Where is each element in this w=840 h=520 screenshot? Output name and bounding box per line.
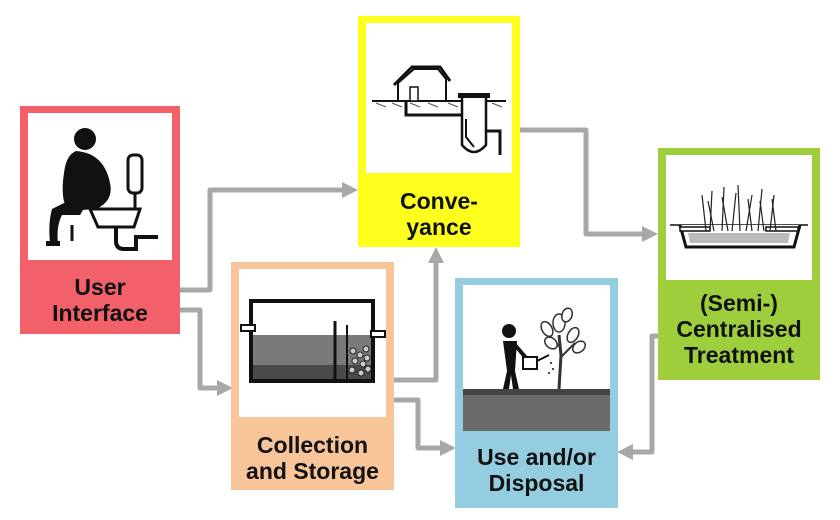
- arrow-collection-to-conveyance: [394, 246, 445, 383]
- user-interface-label-line1: User: [74, 274, 126, 300]
- use-disposal-picture: [463, 285, 610, 431]
- node-user-interface: User Interface: [20, 106, 180, 334]
- conveyance-picture: [366, 23, 512, 173]
- centralised-treatment-picture: [666, 155, 812, 280]
- node-conveyance: Conve- yance: [358, 16, 520, 247]
- collection-storage-label-line2: and Storage: [246, 458, 379, 484]
- storage-tank-icon: [240, 299, 386, 383]
- user-interface-picture: [28, 113, 172, 260]
- centralised-treatment-label: (Semi-) Centralised Treatment: [658, 290, 820, 368]
- arrow-conveyance-to-treatment: [520, 127, 659, 243]
- person-watering-tree-icon: [463, 307, 610, 431]
- use-disposal-label-line2: Disposal: [488, 470, 585, 496]
- constructed-wetland-icon: [670, 184, 808, 249]
- conveyance-label: Conve- yance: [358, 188, 520, 240]
- collection-storage-picture: [239, 269, 386, 417]
- use-disposal-label-line1: Use and/or: [477, 444, 596, 470]
- centralised-treatment-label-line2: Centralised: [676, 316, 802, 342]
- user-interface-label-line2: Interface: [52, 300, 148, 326]
- node-collection-storage: Collection and Storage: [231, 262, 394, 490]
- arrow-collection-to-use: [394, 397, 457, 457]
- node-use-disposal: Use and/or Disposal: [455, 278, 618, 508]
- use-disposal-label: Use and/or Disposal: [455, 444, 618, 496]
- conveyance-label-line1: Conve-: [400, 188, 478, 214]
- collection-storage-label-line1: Collection: [256, 432, 369, 458]
- centralised-treatment-label-line3: Treatment: [684, 342, 794, 368]
- person-sitting-on-toilet-icon: [46, 128, 158, 251]
- user-interface-label: User Interface: [20, 274, 180, 326]
- collection-storage-label: Collection and Storage: [231, 432, 394, 484]
- conveyance-label-line2: yance: [406, 214, 472, 240]
- arrow-ui-to-conveyance: [180, 181, 359, 293]
- centralised-treatment-label-line1: (Semi-): [700, 290, 778, 316]
- house-sewer-pipe-icon: [372, 65, 506, 155]
- arrow-ui-to-collection: [180, 307, 234, 397]
- arrow-treatment-to-use: [616, 333, 660, 461]
- node-centralised-treatment: (Semi-) Centralised Treatment: [658, 148, 820, 380]
